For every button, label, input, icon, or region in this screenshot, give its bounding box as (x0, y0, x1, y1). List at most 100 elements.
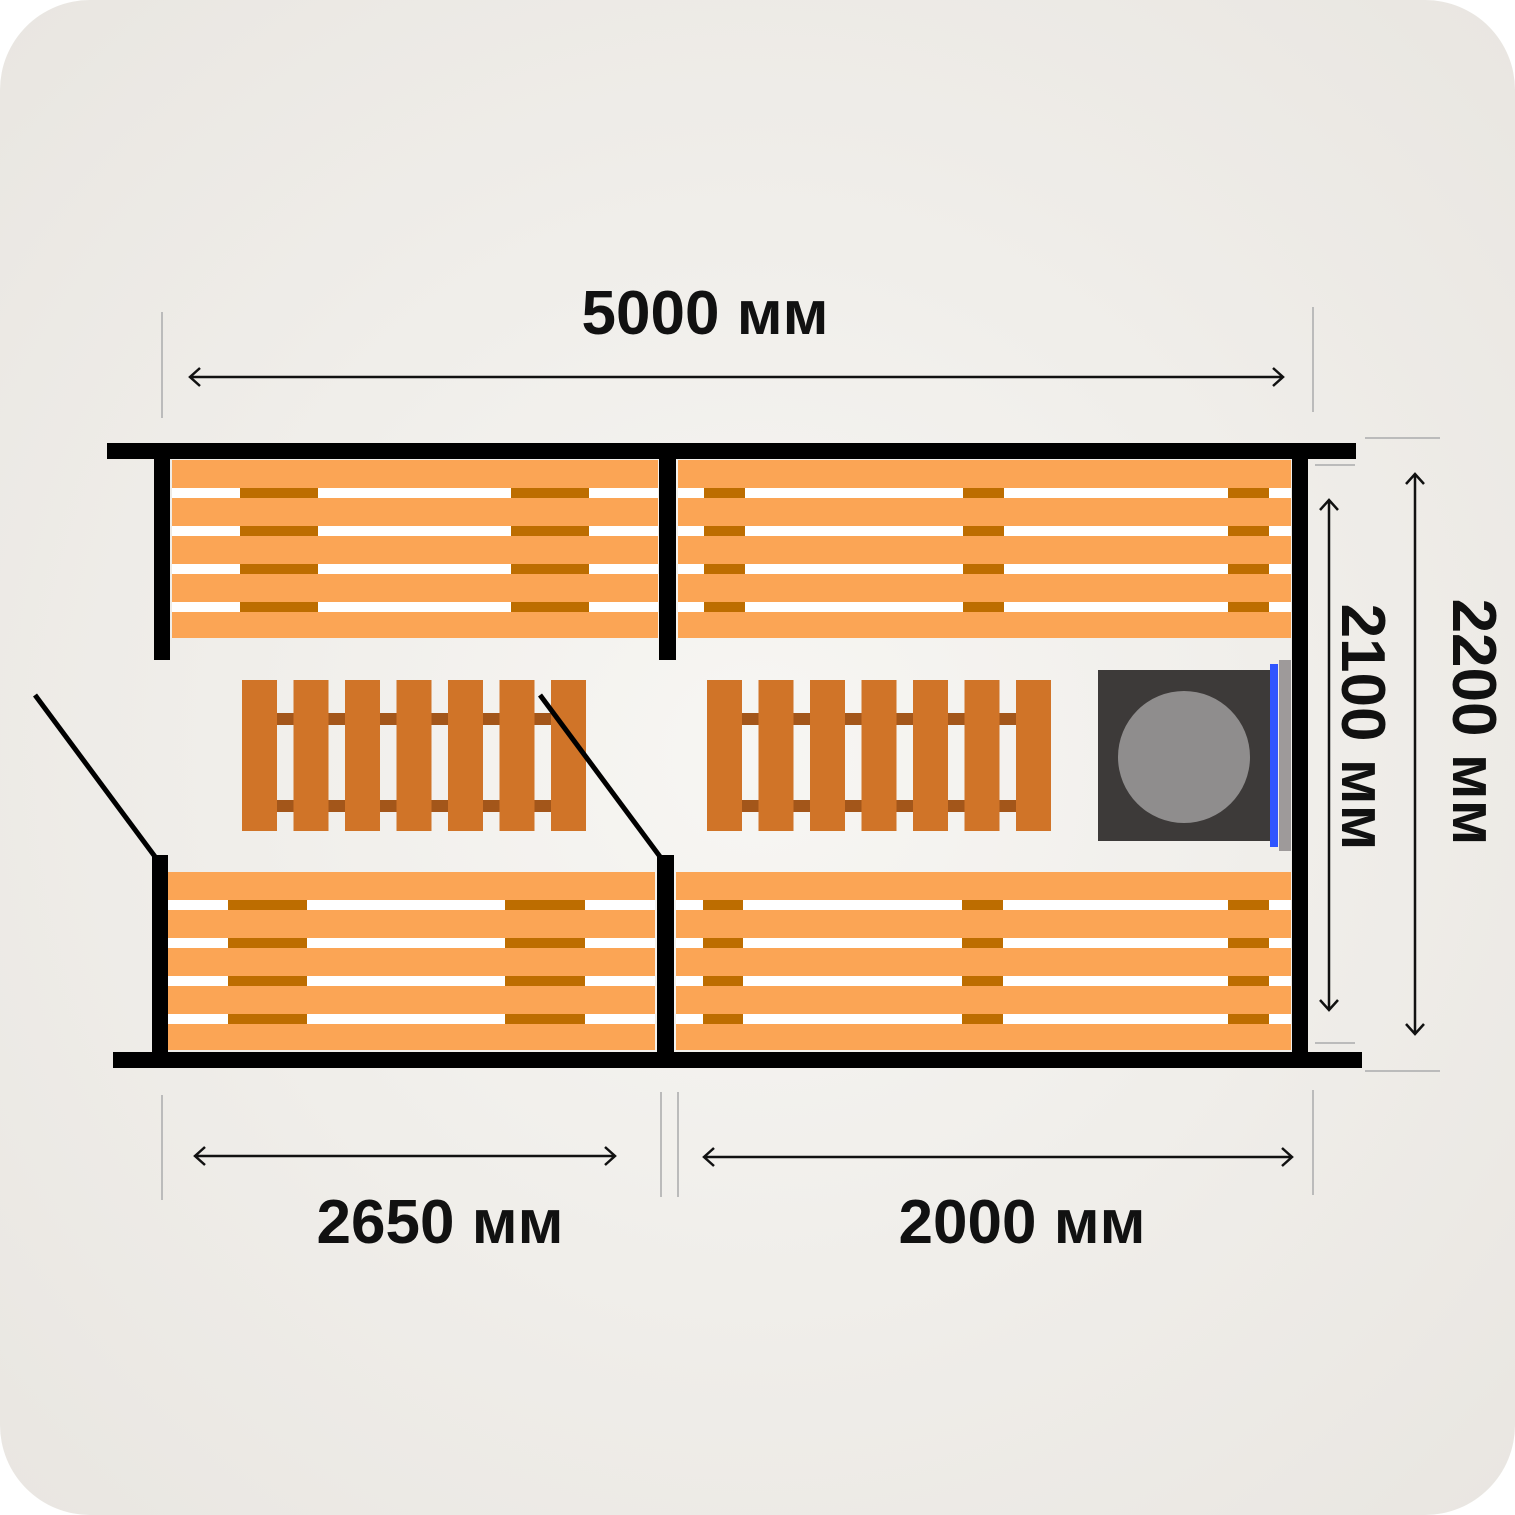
bench-support (704, 526, 745, 536)
dimension-arrows (188, 367, 1425, 1167)
wall-partition-lower (657, 855, 674, 1052)
stove-panel (1279, 660, 1291, 851)
bench-plank (678, 574, 1291, 602)
grate-slat (758, 680, 794, 831)
grate-slat (707, 680, 742, 831)
bench-plank (172, 460, 658, 488)
bench-plank (168, 872, 655, 900)
bench-support (963, 488, 1004, 498)
grate-slat (396, 680, 432, 831)
bench-support (704, 602, 745, 612)
bench-plank (172, 498, 658, 526)
bench-plank (172, 574, 658, 602)
bench-plank (678, 498, 1291, 526)
bench-support (240, 564, 318, 574)
bench-plank (678, 460, 1291, 488)
bench-support (240, 526, 318, 536)
bench-support (704, 488, 745, 498)
bench-support (240, 602, 318, 612)
bench-support (505, 938, 585, 948)
bench-plank (172, 612, 658, 638)
bench-plank (168, 910, 655, 938)
bench-support (704, 564, 745, 574)
bench-upper-left (172, 460, 658, 638)
bench-support (703, 976, 743, 986)
bench-plank (168, 1024, 655, 1050)
bench-support (1228, 1014, 1269, 1024)
arrow-left-room (193, 1146, 617, 1166)
bench-plank (172, 536, 658, 564)
bench-support (963, 564, 1004, 574)
wall-partition-upper (659, 459, 676, 660)
bench-support (505, 976, 585, 986)
walls (107, 443, 1362, 1068)
bench-support (240, 488, 318, 498)
bench-support (1228, 488, 1269, 498)
bench-upper-right (678, 460, 1291, 638)
bench-lower-left (168, 872, 655, 1050)
bench-plank (678, 536, 1291, 564)
label-inner-width: 2100 мм (1328, 604, 1397, 851)
bench-support (962, 938, 1003, 948)
bench-support (511, 488, 589, 498)
bench-plank (676, 986, 1291, 1014)
arrow-outer-width (1405, 472, 1425, 1036)
bench-support (962, 1014, 1003, 1024)
wall-bottom (113, 1052, 1362, 1068)
grate-slat (551, 680, 586, 831)
bench-plank (168, 986, 655, 1014)
bench-support (228, 938, 307, 948)
grate-slat (499, 680, 535, 831)
grate-slat (1016, 680, 1051, 831)
bench-plank (678, 612, 1291, 638)
arrow-total-length (188, 367, 1285, 387)
stove-screen (1270, 664, 1278, 847)
bench-plank (676, 948, 1291, 976)
wall-left-upper (154, 459, 170, 660)
bench-plank (676, 1024, 1291, 1050)
bench-plank (676, 910, 1291, 938)
label-total-length: 5000 мм (582, 279, 829, 348)
bench-plank (676, 872, 1291, 900)
bench-support (962, 900, 1003, 910)
bench-support (703, 1014, 743, 1024)
grate-slat (293, 680, 329, 831)
grate-slat (913, 680, 948, 831)
wall-right (1292, 459, 1308, 1052)
bench-support (963, 526, 1004, 536)
bench-support (1228, 526, 1269, 536)
stove-top (1118, 691, 1250, 823)
grate-slat (964, 680, 1000, 831)
grate-slat (861, 680, 897, 831)
floor-grate-right (707, 680, 1051, 831)
wall-left-lower (152, 855, 168, 1052)
entrance-door (32, 693, 159, 860)
bench-plank (168, 948, 655, 976)
label-left-room: 2650 мм (317, 1188, 564, 1257)
grate-slat (810, 680, 845, 831)
grate-slat (345, 680, 380, 831)
bench-support (1228, 938, 1269, 948)
bench-support (511, 602, 589, 612)
bench-support (511, 526, 589, 536)
bench-support (1228, 564, 1269, 574)
floor-grate-left (242, 680, 586, 831)
extension-lines (161, 307, 1440, 1200)
bench-lower-right (676, 872, 1291, 1050)
bench-support (703, 938, 743, 948)
bench-support (511, 564, 589, 574)
bench-support (228, 976, 307, 986)
label-right-room: 2000 мм (899, 1188, 1146, 1257)
bench-support (505, 900, 585, 910)
bench-support (1228, 976, 1269, 986)
bench-support (1228, 602, 1269, 612)
arrow-inner-width (1319, 498, 1339, 1012)
arrow-right-room (702, 1147, 1294, 1167)
wall-top (107, 443, 1356, 459)
bench-support (1228, 900, 1269, 910)
bench-support (228, 1014, 307, 1024)
bench-support (703, 900, 743, 910)
